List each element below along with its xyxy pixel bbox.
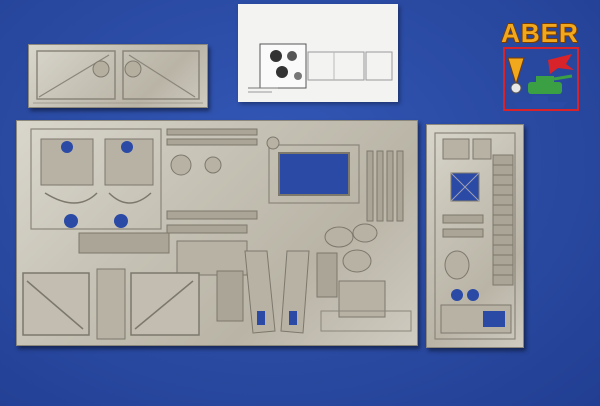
small-fret-parts [33, 50, 203, 104]
logo-brand-text: ABER [501, 18, 579, 48]
logo-emblem [503, 47, 579, 111]
fan-icon [507, 57, 525, 94]
tank-icon [528, 74, 573, 94]
jet-icon [548, 54, 574, 74]
right-fret-parts [434, 132, 516, 340]
large-fret-parts [22, 128, 412, 340]
right-etched-fret [426, 124, 524, 348]
aber-logo-icon: ABER [498, 18, 582, 118]
small-etched-fret [28, 44, 208, 108]
ship-icon [514, 96, 568, 108]
large-etched-fret [16, 120, 418, 346]
instruction-sheet [238, 4, 398, 102]
instruction-sheet-drawing [248, 43, 393, 93]
